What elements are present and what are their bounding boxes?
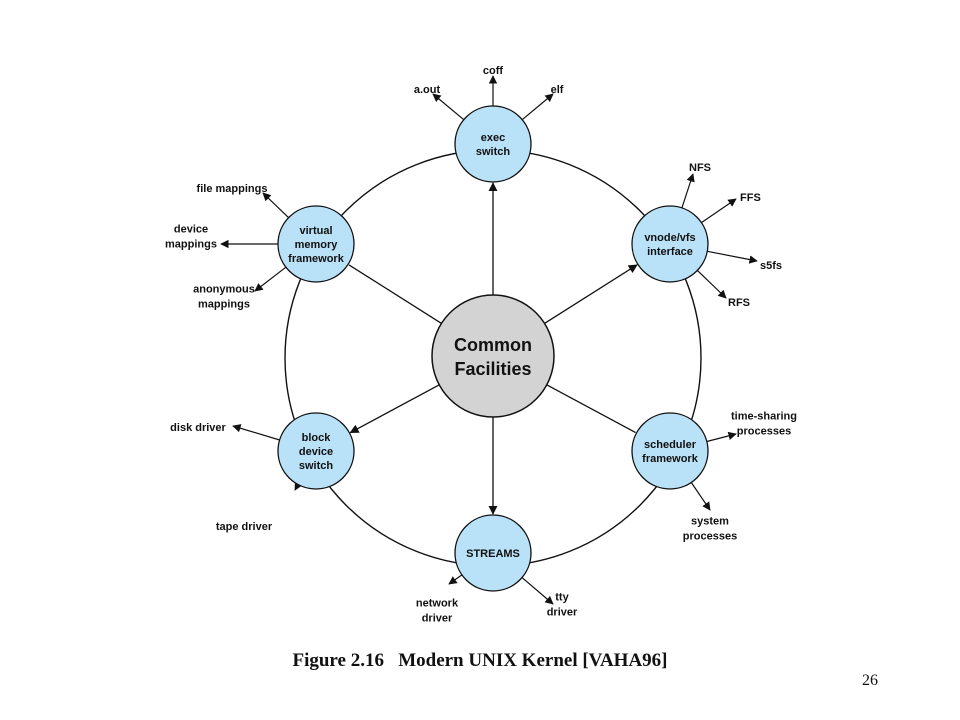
node-circle bbox=[631, 412, 709, 490]
node-circle bbox=[277, 412, 355, 490]
spoke-block-device-switch bbox=[349, 384, 440, 434]
node-circle bbox=[454, 105, 532, 183]
spoke-scheduler-framework bbox=[546, 384, 636, 434]
arrow-anonymous-mappings bbox=[254, 266, 287, 292]
leaf-label-disk-driver: disk driver bbox=[170, 422, 226, 434]
figure-caption: Figure 2.16 Modern UNIX Kernel [VAHA96] bbox=[292, 650, 668, 671]
arrow-nfs bbox=[681, 173, 695, 209]
center-circle bbox=[431, 294, 555, 418]
node-streams: STREAMS bbox=[454, 514, 532, 592]
leaf-label-ffs: FFS bbox=[740, 192, 761, 204]
node-circle bbox=[631, 205, 709, 283]
arrow-network-driver bbox=[448, 574, 463, 585]
arrow-ffs bbox=[701, 198, 737, 224]
node-label: STREAMS bbox=[466, 548, 520, 560]
leaf-label-coff: coff bbox=[483, 65, 504, 77]
spoke-vnode-vfs-interface bbox=[544, 264, 638, 324]
leaf-label-a-out: a.out bbox=[414, 84, 441, 96]
node-circle bbox=[277, 205, 355, 283]
leaf-label-file-mappings: file mappings bbox=[197, 183, 268, 195]
spoke-virtual-memory-framework bbox=[348, 264, 442, 324]
node-circle bbox=[454, 514, 532, 592]
arrow-tty-driver bbox=[521, 577, 554, 605]
leaf-label-elf: elf bbox=[551, 84, 564, 96]
arrow-time-sharing-processes bbox=[706, 431, 737, 443]
leaf-label-s5fs: s5fs bbox=[760, 260, 782, 272]
leaf-label-tape-driver: tape driver bbox=[216, 521, 273, 533]
arrow-tape-driver bbox=[294, 481, 303, 491]
arrow-rfs bbox=[696, 269, 727, 299]
arrow-disk-driver bbox=[232, 424, 280, 441]
page-number: 26 bbox=[862, 672, 878, 689]
arrow-file-mappings bbox=[262, 192, 290, 219]
arrow-a-out bbox=[432, 93, 465, 121]
arrow-s5fs bbox=[707, 250, 758, 264]
arrow-elf bbox=[521, 93, 554, 121]
arrow-system-processes bbox=[690, 482, 711, 511]
leaf-label-rfs: RFS bbox=[728, 297, 750, 309]
leaf-label-nfs: NFS bbox=[689, 162, 711, 174]
